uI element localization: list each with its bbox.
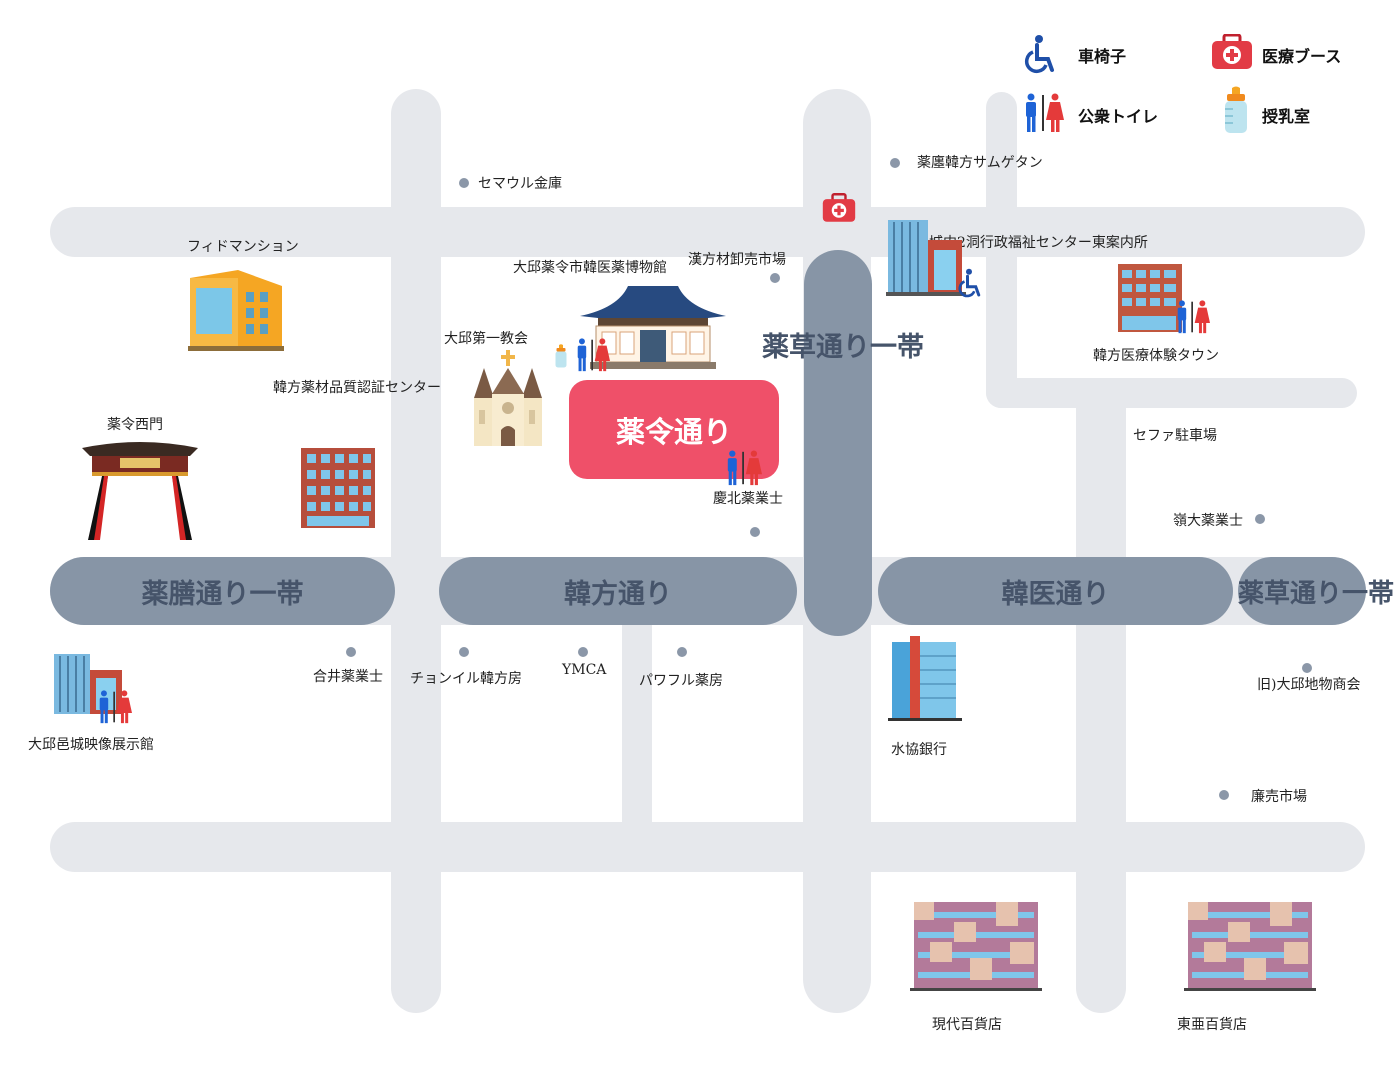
donga-department-store xyxy=(1184,902,1316,991)
place-certification: 韓方薬材品質認証センター xyxy=(273,380,441,396)
restroom-marker-museum xyxy=(577,338,610,372)
place-wholesale: 漢方材卸売市場 xyxy=(688,252,786,268)
place-old-daegu: 旧)大邱地物商会 xyxy=(1257,677,1361,693)
office-building-center-left xyxy=(301,448,375,528)
street-kanpo: 韓方通り xyxy=(439,557,797,625)
place-experience-town: 韓方医療体験タウン xyxy=(1093,348,1219,364)
road-vertical-5 xyxy=(622,600,652,848)
street-kani: 韓医通り xyxy=(878,557,1233,625)
restroom-marker-eupseong xyxy=(99,690,132,724)
legend-medical-booth-label: 医療ブース xyxy=(1262,47,1342,66)
road-horizontal-right xyxy=(986,378,1357,408)
wheelchair-marker xyxy=(958,268,981,298)
medical-booth-marker xyxy=(822,193,856,222)
place-jeongil: チョンイル韓方房 xyxy=(410,671,522,687)
marker-dot-yeongdae xyxy=(1255,514,1265,524)
road-vertical-4 xyxy=(1076,380,1126,1013)
nursing-room-icon xyxy=(1225,86,1247,133)
marker-dot-powerful xyxy=(677,647,687,657)
suhyup-bank-building xyxy=(888,636,962,721)
marker-dot-hapjeong xyxy=(346,647,356,657)
road-horizontal-bottom xyxy=(50,822,1365,872)
marker-dot-samgyetang xyxy=(890,158,900,168)
place-fido: フィドマンション xyxy=(187,239,299,255)
experience-town-building xyxy=(1118,264,1182,332)
place-hapjeong: 合井薬業士 xyxy=(313,669,383,685)
museum-building xyxy=(580,286,726,369)
place-hyundai: 現代百貨店 xyxy=(932,1017,1002,1033)
place-yeommae: 廉売市場 xyxy=(1251,789,1307,805)
place-suhyup: 水協銀行 xyxy=(891,742,947,758)
place-welfare: 城内2洞行政福祉センター東案内所 xyxy=(929,235,1148,251)
legend-wheelchair-label: 車椅子 xyxy=(1078,47,1127,66)
marker-dot-jeongil xyxy=(459,647,469,657)
place-powerful: パワフル薬房 xyxy=(639,673,723,689)
place-ymca: YMCA xyxy=(562,662,607,678)
street-vertical-yakuso xyxy=(804,250,872,636)
street-yakuso-right: 薬草通り一帯 xyxy=(1238,557,1394,625)
marker-dot-yeommae xyxy=(1219,790,1229,800)
wheelchair-icon xyxy=(1025,35,1054,73)
marker-dot-gyeongbuk xyxy=(750,527,760,537)
place-yeongdae: 嶺大薬業士 xyxy=(1173,513,1243,529)
restroom-marker-yakuyo xyxy=(727,450,762,486)
place-church: 大邱第一教会 xyxy=(444,331,528,347)
place-gyeongbuk: 慶北薬業士 xyxy=(713,491,783,507)
restroom-icon xyxy=(1026,93,1064,132)
marker-dot-old-daegu xyxy=(1302,663,1312,673)
medical-booth-icon xyxy=(1212,34,1252,69)
marker-dot-wholesale xyxy=(770,273,780,283)
legend-restroom-label: 公衆トイレ xyxy=(1078,107,1159,126)
legend-nursing-room-label: 授乳室 xyxy=(1262,107,1311,126)
restroom-marker-experience-town xyxy=(1177,300,1210,334)
place-eupseong: 大邱邑城映像展示館 xyxy=(28,737,154,753)
street-yakuso-top-label: 薬草通り一帯 xyxy=(762,332,924,363)
marker-dot-ymca xyxy=(578,647,588,657)
hyundai-department-store xyxy=(910,902,1042,991)
place-sepa-parking: セファ駐車場 xyxy=(1133,428,1217,444)
nursing-room-marker xyxy=(555,344,567,368)
west-gate-building xyxy=(82,442,198,540)
eupseong-hall-building xyxy=(54,654,122,714)
road-horizontal-top xyxy=(50,207,1365,257)
street-yakuzen: 薬膳通り一帯 xyxy=(50,557,395,625)
place-donga: 東亜百貨店 xyxy=(1177,1017,1247,1033)
fido-mansion-building xyxy=(188,270,284,351)
marker-dot-saemaul xyxy=(459,178,469,188)
place-samgyetang: 薬廛韓方サムゲタン xyxy=(917,155,1043,171)
place-museum: 大邱薬令市韓医薬博物館 xyxy=(513,260,667,276)
welfare-center-building xyxy=(886,220,966,296)
church-building xyxy=(474,350,542,446)
place-west-gate: 薬令西門 xyxy=(107,417,163,433)
place-saemaul: セマウル金庫 xyxy=(478,176,562,192)
